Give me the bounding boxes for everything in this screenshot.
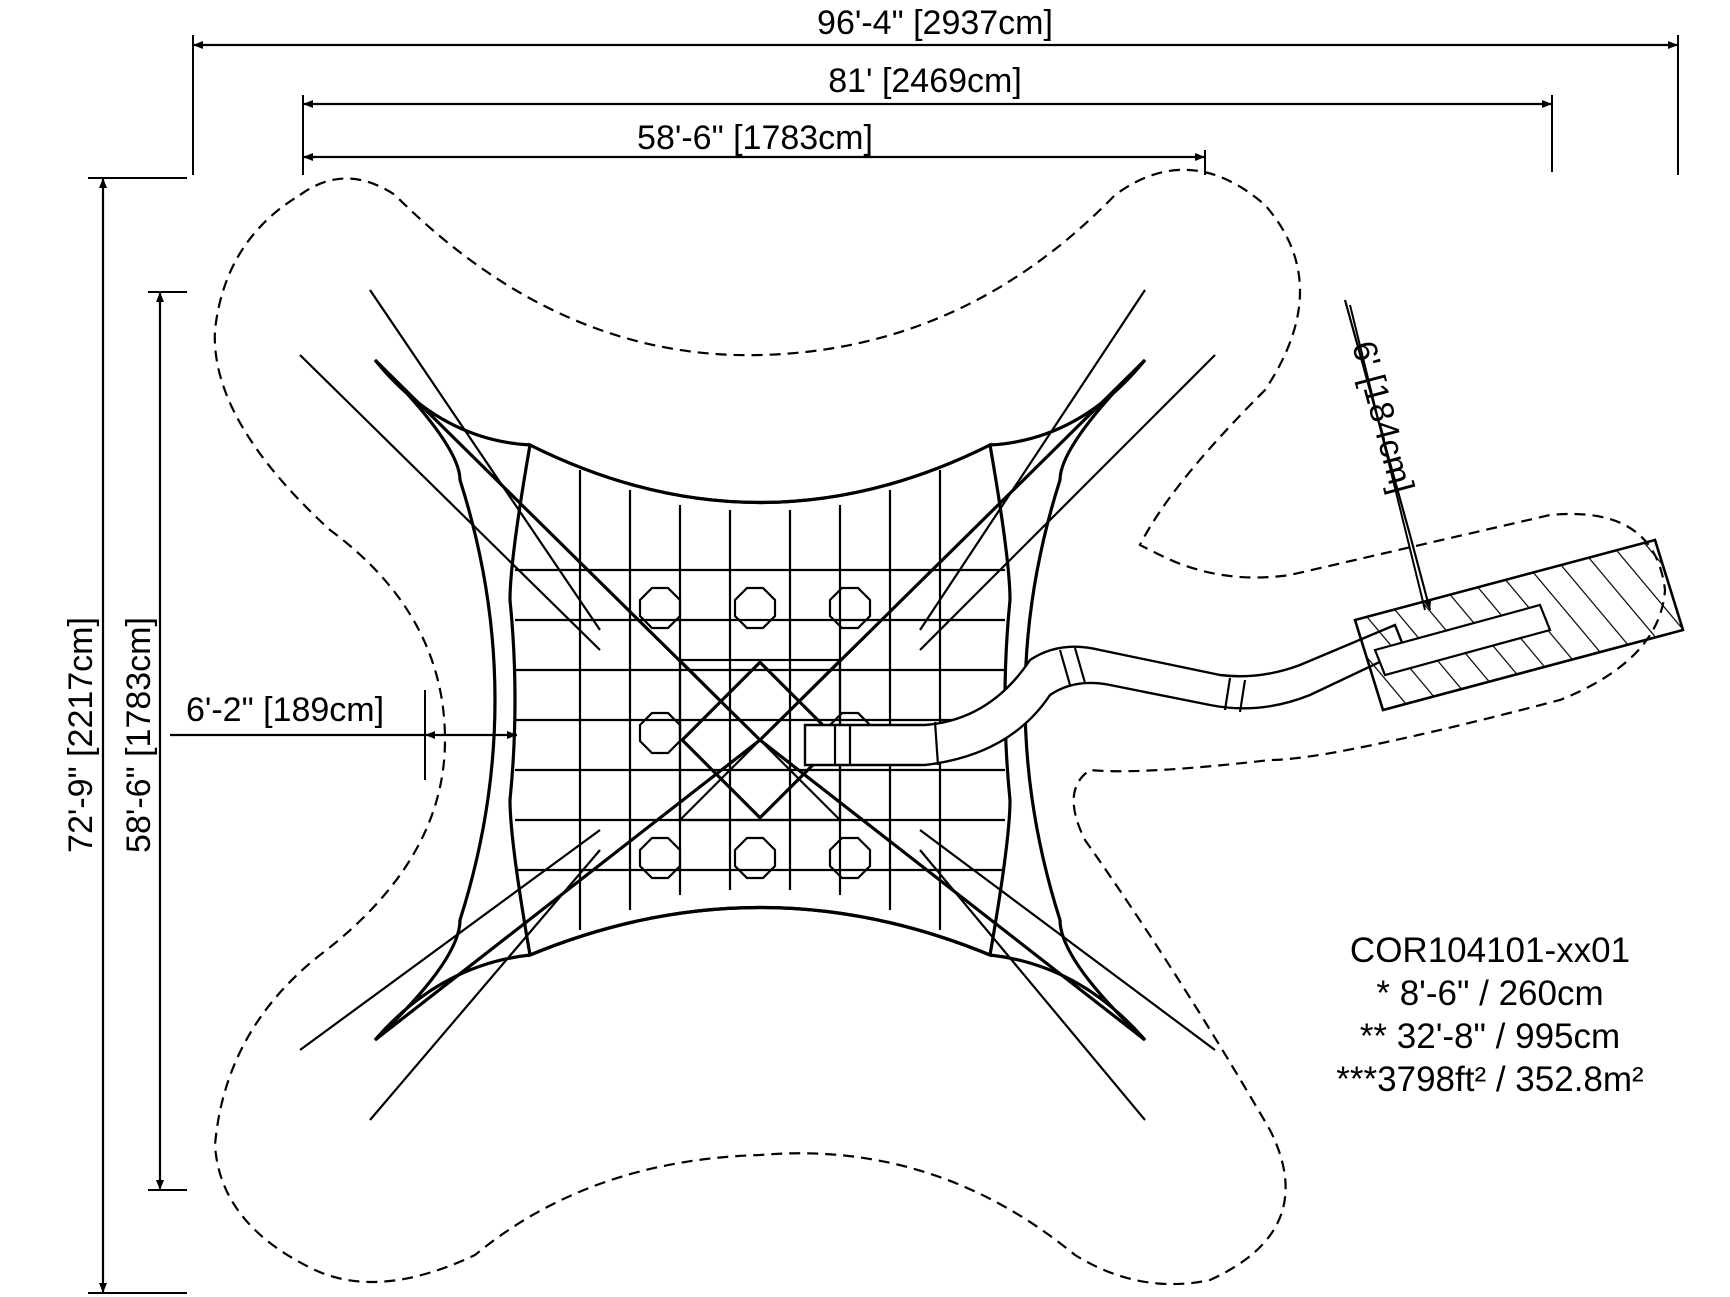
model-number: COR104101-xx01 [1350,931,1630,970]
svg-text:72'-9" [2217cm]: 72'-9" [2217cm] [62,617,100,853]
info-line-area: ***3798ft² / 352.8m² [1336,1060,1643,1099]
dimension-equipment-width: 81' [2469cm] [302,62,1553,172]
product-info-block: COR104101-xx01 * 8'-6" / 260cm ** 32'-8"… [1336,931,1643,1099]
svg-text:6' [184cm]: 6' [184cm] [1344,337,1421,497]
net-octagon-cells [638,586,872,880]
dimension-net-width: 58'-6" [1783cm] [302,119,1206,175]
net-structure [299,289,1216,1121]
dimension-side-clearance: 6'-2" [189cm] [170,690,517,780]
info-line-height: * 8'-6" / 260cm [1376,974,1603,1013]
dimension-overall-height: 72'-9" [2217cm] [62,177,187,1294]
slide [803,538,1685,767]
dimension-slide-clearance: 6' [184cm] [1343,299,1432,611]
info-line-length: ** 32'-8" / 995cm [1360,1017,1620,1056]
svg-text:58'-6" [1783cm]: 58'-6" [1783cm] [637,119,873,157]
safety-zone-outline [213,168,1667,1286]
svg-text:96'-4" [2937cm]: 96'-4" [2937cm] [817,4,1053,42]
dimension-overall-width: 96'-4" [2937cm] [192,4,1679,175]
svg-text:58'-6" [1783cm]: 58'-6" [1783cm] [120,617,158,853]
svg-text:6'-2" [189cm]: 6'-2" [189cm] [186,691,384,729]
dimension-net-height: 58'-6" [1783cm] [120,291,187,1191]
net-inner-outline [508,442,1012,958]
svg-text:81' [2469cm]: 81' [2469cm] [828,62,1022,100]
